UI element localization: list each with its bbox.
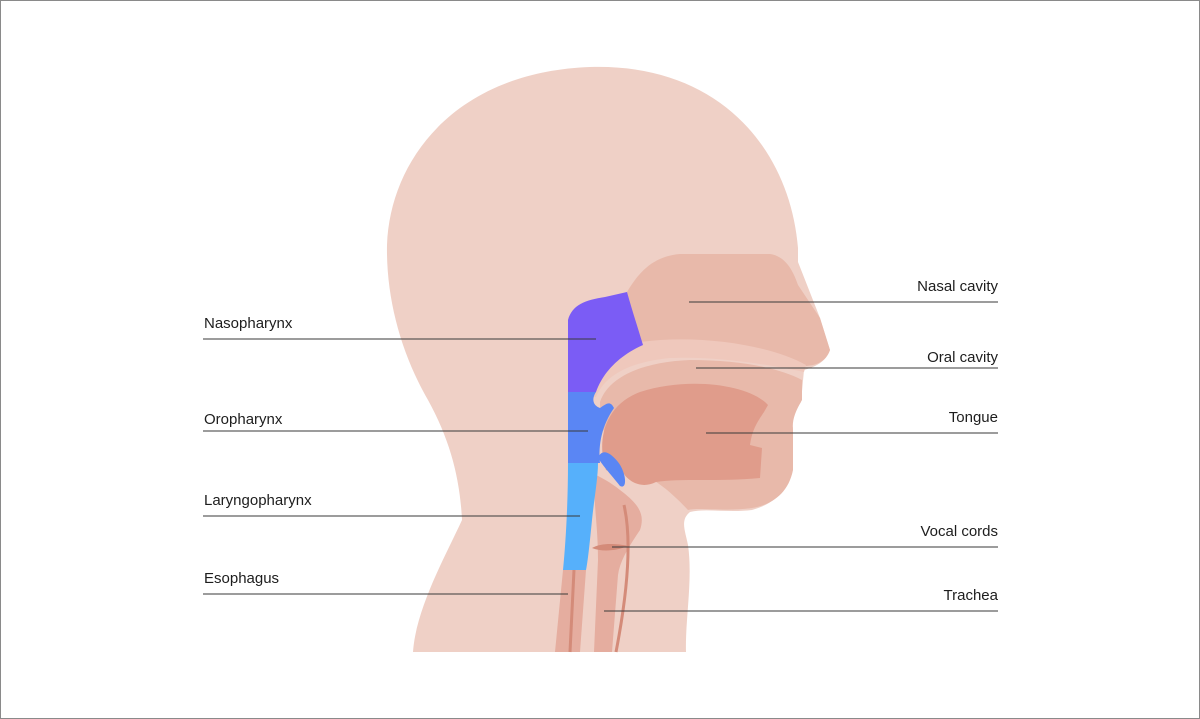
laryngopharynx-region [563, 463, 598, 570]
nasopharynx-label: Nasopharynx [204, 315, 293, 332]
tongue-shape [602, 383, 768, 485]
trachea-edge [614, 504, 630, 653]
nasopharynx-region [568, 292, 643, 392]
epiglottis-shape [598, 452, 626, 487]
nasal-cavity-label: Nasal cavity [917, 278, 998, 295]
esophagus-label: Esophagus [204, 570, 280, 587]
vocal-cords-label: Vocal cords [920, 523, 998, 540]
oropharynx-label: Oropharynx [204, 411, 283, 428]
oropharynx-region [568, 392, 614, 463]
tongue-label: Tongue [948, 409, 998, 426]
nasal-cavity-region [627, 254, 830, 366]
vocal-cord-fold [592, 543, 628, 551]
esophagus-edge [568, 569, 576, 653]
trachea-tube [594, 475, 642, 652]
oral-cavity-label: Oral cavity [927, 349, 998, 366]
trachea-label: Trachea [943, 587, 998, 604]
palate-shape [589, 339, 806, 397]
laryngopharynx-label: Laryngopharynx [204, 492, 312, 509]
